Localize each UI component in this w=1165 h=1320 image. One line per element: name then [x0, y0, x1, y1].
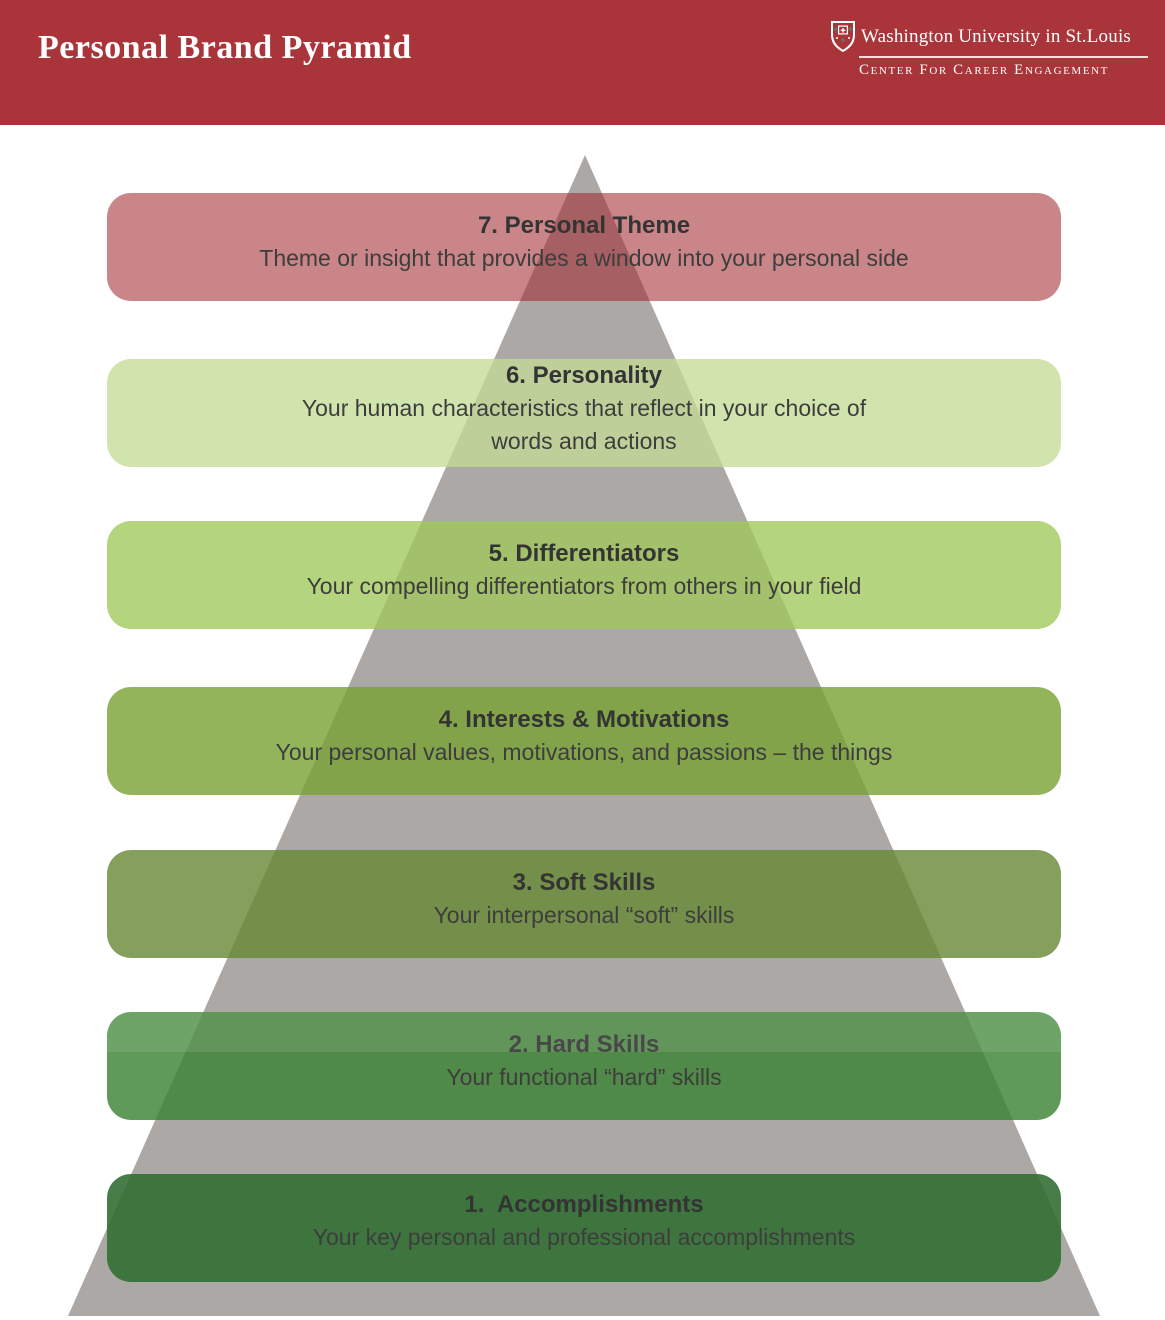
level-title: 7. Personal Theme: [477, 212, 691, 239]
level-description: Your compelling differentiators from oth…: [306, 573, 862, 599]
logo-institution-text: Washington University in St.Louis: [861, 25, 1132, 47]
washu-logo: Washington University in St.Louis Center…: [830, 20, 1148, 79]
level-title: 1. Accomplishments: [464, 1191, 704, 1218]
level-title: 2. Hard Skills: [508, 1031, 660, 1058]
pyramid-level-3-soft-skills: 3. Soft Skills Your interpersonal “soft”…: [107, 850, 1061, 958]
logo-top-row: Washington University in St.Louis: [830, 20, 1148, 53]
level-description: Your human characteristics that reflect …: [301, 394, 867, 454]
page-title: Personal Brand Pyramid: [38, 29, 412, 66]
level-title: 6. Personality: [505, 361, 663, 389]
pyramid-level-5-differentiators: 5. Differentiators Your compelling diffe…: [107, 521, 1061, 629]
level-description: Your personal values, motivations, and p…: [275, 739, 893, 765]
pyramid-level-6-personality: 6. Personality Your human characteristic…: [107, 359, 1061, 467]
pyramid-level-4-interests-motivations: 4. Interests & Motivations Your personal…: [107, 687, 1061, 795]
washu-shield-icon: [830, 20, 856, 53]
logo-divider: [859, 56, 1148, 58]
level-description: Your functional “hard” skills: [446, 1064, 722, 1090]
level-description: Your key personal and professional accom…: [312, 1224, 856, 1250]
pyramid-level-1-accomplishments: 1. Accomplishments Your key personal and…: [107, 1174, 1061, 1282]
level-title: 5. Differentiators: [488, 540, 680, 567]
level-description: Your interpersonal “soft” skills: [433, 902, 735, 928]
header-bar: Personal Brand Pyramid: [0, 0, 1165, 125]
pyramid-level-2-hard-skills: 2. Hard Skills Your functional “hard” sk…: [107, 1012, 1061, 1120]
level-title: 3. Soft Skills: [512, 869, 656, 896]
logo-department-text: Center For Career Engagement: [859, 62, 1109, 78]
level-title: 4. Interests & Motivations: [438, 706, 730, 733]
pyramid-level-7-personal-theme: 7. Personal Theme Theme or insight that …: [107, 193, 1061, 301]
level-description: Theme or insight that provides a window …: [259, 245, 909, 271]
